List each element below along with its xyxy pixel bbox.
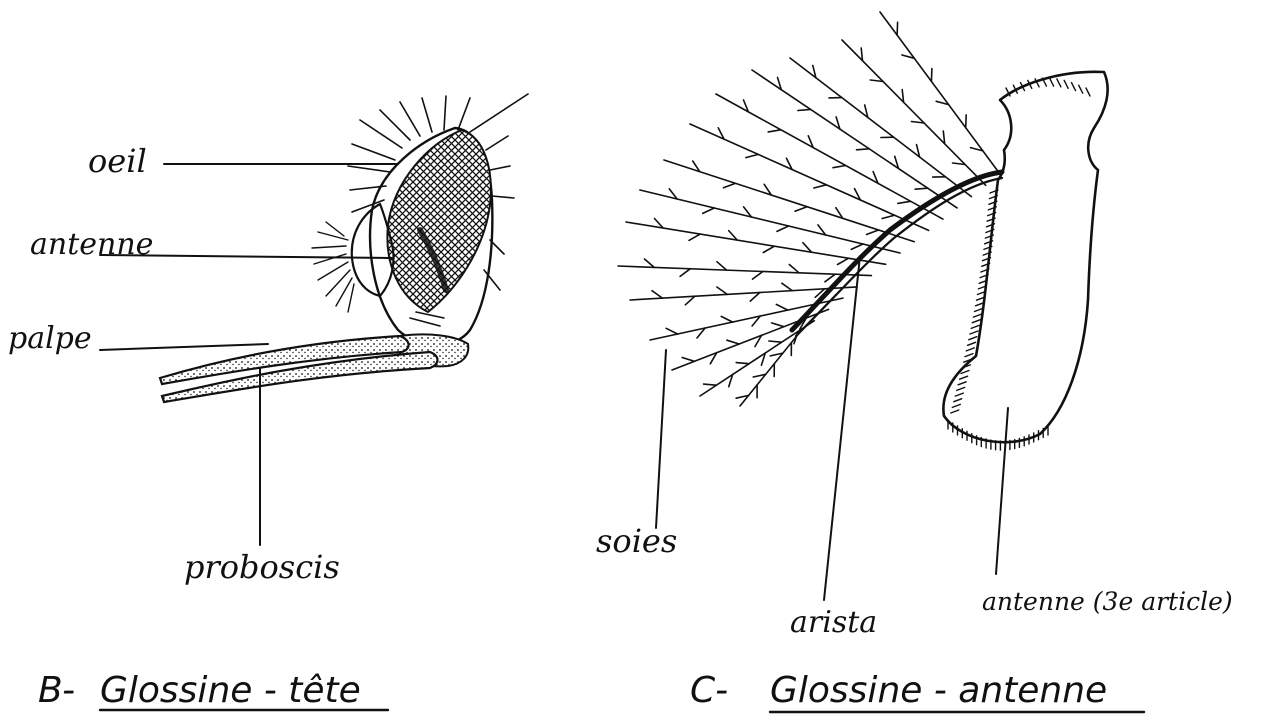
segment-hair <box>954 399 962 402</box>
seta-barb <box>746 154 758 157</box>
segment-hair <box>972 320 980 323</box>
seta-barb <box>704 384 717 385</box>
seta-barb <box>915 188 928 189</box>
leader-soies <box>656 350 666 528</box>
segment-hair <box>952 404 960 407</box>
label-soies: soies <box>596 522 677 560</box>
segment-hair <box>958 382 966 385</box>
segment-hair <box>965 354 973 357</box>
figure-c-antenna-drawing <box>618 12 1108 450</box>
seta-barb <box>857 149 870 150</box>
label-arista: arista <box>790 605 877 640</box>
label-oeil: oeil <box>88 142 147 180</box>
seta <box>664 160 914 242</box>
seta-barb <box>680 269 690 277</box>
segment-hair <box>975 309 983 312</box>
seta <box>752 70 957 208</box>
seta-barb <box>772 323 784 327</box>
seta-barb <box>750 293 760 302</box>
seta-barb <box>763 246 774 252</box>
seta-barb <box>833 166 846 168</box>
seta-barb <box>782 283 792 290</box>
seta-barb <box>898 201 911 203</box>
segment-hair <box>1079 85 1083 93</box>
seta-barb <box>867 230 879 235</box>
figure-b-head-drawing <box>160 94 528 402</box>
caption-b-prefix: B- <box>38 670 75 711</box>
seta-barb <box>777 226 789 231</box>
seta-barb <box>666 328 678 334</box>
segment-hair <box>971 325 979 328</box>
segment-hair <box>961 371 969 374</box>
seta <box>842 40 986 185</box>
segment-hair <box>973 314 981 317</box>
segment-hair <box>1086 88 1090 96</box>
seta-barb <box>689 234 700 240</box>
segment-hair <box>1072 83 1076 91</box>
segment-hair <box>1057 79 1061 87</box>
seta-barb <box>851 244 863 249</box>
segment-hair <box>1050 78 1054 86</box>
caption-c-title: Glossine - antenne <box>770 670 1107 711</box>
segment-hair <box>955 393 963 396</box>
label-antenne-article: antenne (3e article) <box>982 587 1233 616</box>
seta <box>618 266 871 276</box>
segment-hair <box>960 376 968 379</box>
leader-palpe <box>100 344 268 350</box>
caption-c-prefix: C- <box>690 670 728 711</box>
seta-barb <box>721 316 733 322</box>
seta-barb <box>717 262 727 270</box>
seta-barb <box>753 272 763 280</box>
segment-hair <box>957 387 965 390</box>
seta-barb <box>768 130 781 132</box>
seta-barb <box>814 185 826 188</box>
seta-barb <box>652 291 662 298</box>
label-antenne: antenne <box>30 227 153 262</box>
segment-hair <box>970 331 978 334</box>
seta-barb <box>798 109 811 110</box>
label-palpe: palpe <box>8 321 92 356</box>
antenna-third-segment <box>943 72 1107 442</box>
leader-arista <box>824 256 860 600</box>
caption-b-title: Glossine - tête <box>100 670 361 711</box>
seta-barb <box>838 258 849 264</box>
seta-barb <box>966 115 967 128</box>
seta-barb <box>724 183 736 188</box>
seta-barb <box>897 22 898 35</box>
segment-hairs <box>948 78 1090 450</box>
seta-barb <box>795 207 807 212</box>
seta-barb <box>703 208 715 213</box>
seta-barb <box>717 287 727 294</box>
leader-antenne-article <box>996 408 1008 574</box>
seta-barb <box>736 363 749 364</box>
seta-barb <box>931 69 932 82</box>
seta <box>880 12 1000 174</box>
seta-barb <box>825 274 835 282</box>
seta-barb <box>727 340 739 344</box>
antenna-tuft <box>312 222 354 312</box>
segment-hair <box>966 348 974 351</box>
segment-hair <box>969 337 977 340</box>
segment-hair <box>1064 80 1068 88</box>
segment-hair <box>968 342 976 345</box>
segment-hair <box>951 410 959 413</box>
seta-barb <box>682 358 694 362</box>
aristal-setae <box>618 12 1000 406</box>
seta-barb <box>769 341 782 342</box>
seta-barb <box>789 265 799 273</box>
seta-barb <box>776 304 788 310</box>
seta-barb <box>645 259 655 267</box>
seta <box>626 222 886 264</box>
seta-barb <box>882 215 894 218</box>
label-proboscis: proboscis <box>184 548 340 586</box>
